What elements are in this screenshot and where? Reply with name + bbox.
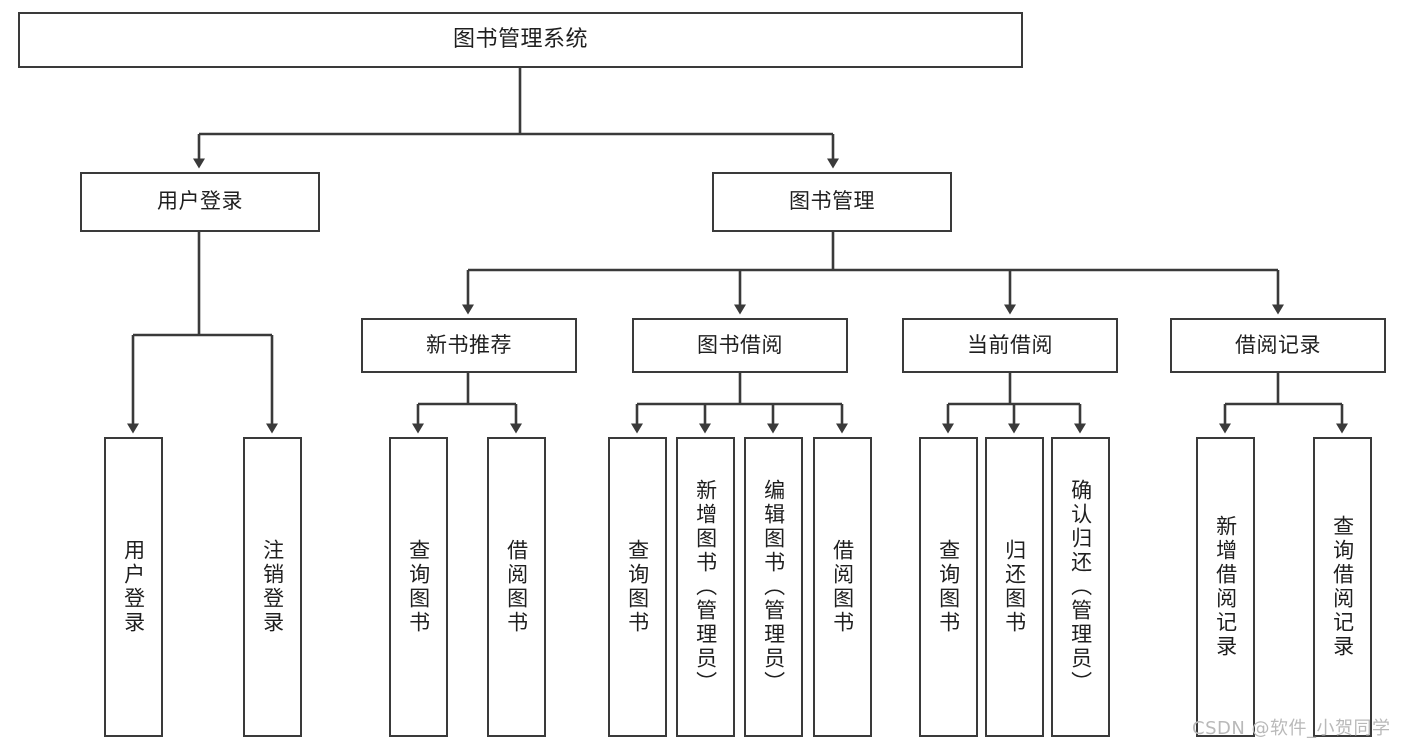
leaf-query-book-borrow[interactable]: 查询图书	[608, 437, 667, 737]
node-label: 查询图书	[406, 539, 431, 635]
node-label: 编辑图书（管理员）	[761, 479, 786, 695]
node-label: 查询借阅记录	[1330, 515, 1355, 659]
leaf-user-login[interactable]: 用户登录	[104, 437, 163, 737]
node-current-borrow[interactable]: 当前借阅	[902, 318, 1118, 373]
node-label: 新增图书（管理员）	[693, 479, 718, 695]
node-root-system[interactable]: 图书管理系统	[18, 12, 1023, 68]
leaf-query-borrow-record[interactable]: 查询借阅记录	[1313, 437, 1372, 737]
node-book-borrow[interactable]: 图书借阅	[632, 318, 848, 373]
leaf-edit-book-admin[interactable]: 编辑图书（管理员）	[744, 437, 803, 737]
leaf-borrow-book[interactable]: 借阅图书	[813, 437, 872, 737]
node-label: 借阅图书	[504, 539, 529, 635]
node-label: 归还图书	[1002, 539, 1027, 635]
node-label: 确认归还（管理员）	[1068, 479, 1093, 695]
node-label: 图书管理系统	[452, 26, 588, 52]
leaf-add-book-admin[interactable]: 新增图书（管理员）	[676, 437, 735, 737]
node-label: 图书管理	[789, 189, 875, 214]
leaf-query-book-current[interactable]: 查询图书	[919, 437, 978, 737]
leaf-borrow-book-new[interactable]: 借阅图书	[487, 437, 546, 737]
leaf-query-book-new[interactable]: 查询图书	[389, 437, 448, 737]
node-label: 注销登录	[260, 539, 285, 635]
leaf-return-book[interactable]: 归还图书	[985, 437, 1044, 737]
node-label: 当前借阅	[967, 332, 1053, 357]
node-label: 用户登录	[121, 539, 146, 635]
node-label: 新增借阅记录	[1213, 515, 1238, 659]
watermark-text: CSDN @软件_小贺同学	[1192, 718, 1391, 739]
node-label: 借阅图书	[830, 539, 855, 635]
node-label: 查询图书	[625, 539, 650, 635]
node-new-book-recommend[interactable]: 新书推荐	[361, 318, 577, 373]
node-book-management[interactable]: 图书管理	[712, 172, 952, 232]
leaf-add-borrow-record[interactable]: 新增借阅记录	[1196, 437, 1255, 737]
node-label: 借阅记录	[1235, 332, 1321, 357]
node-user-login[interactable]: 用户登录	[80, 172, 320, 232]
node-label: 查询图书	[936, 539, 961, 635]
node-borrow-record[interactable]: 借阅记录	[1170, 318, 1386, 373]
leaf-confirm-return-admin[interactable]: 确认归还（管理员）	[1051, 437, 1110, 737]
node-label: 图书借阅	[697, 332, 783, 357]
leaf-logout[interactable]: 注销登录	[243, 437, 302, 737]
node-label: 新书推荐	[426, 332, 512, 357]
node-label: 用户登录	[157, 189, 243, 214]
